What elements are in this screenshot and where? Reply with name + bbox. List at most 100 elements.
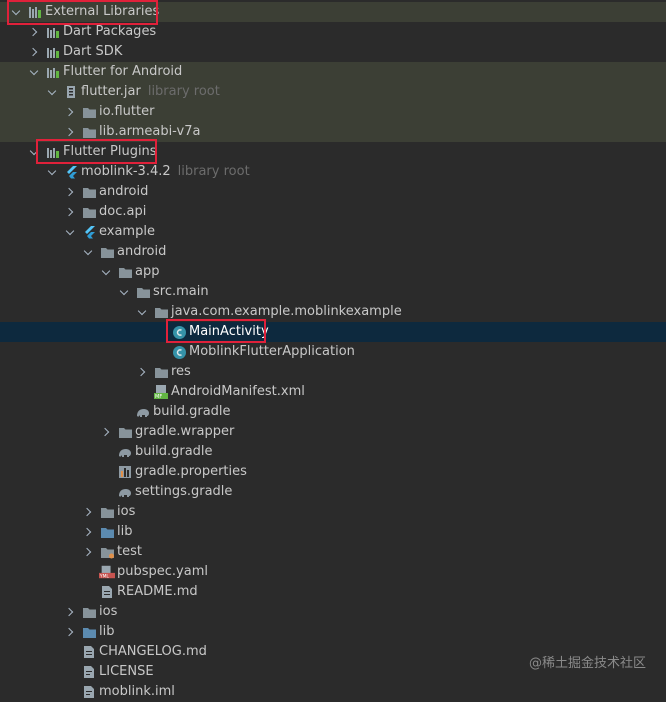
tree-item-name: app [135, 264, 160, 279]
tree-row[interactable]: Dart Packages [0, 22, 666, 42]
tree-row[interactable]: ios [0, 502, 666, 522]
tree-row[interactable]: gradle.properties [0, 462, 666, 482]
highlight-external-libraries [7, 0, 158, 25]
tree-item-name: ios [99, 604, 118, 619]
tree-row[interactable]: README.md [0, 582, 666, 602]
chevron-down-icon[interactable] [98, 262, 114, 282]
library-bars-icon [27, 4, 43, 20]
tree-item-name: doc.api [99, 204, 147, 219]
tree-row[interactable]: doc.api [0, 202, 666, 222]
chevron-right-icon[interactable] [80, 542, 96, 562]
tree-item-name: Flutter for Android [63, 64, 183, 79]
highlight-flutter-plugins [36, 139, 157, 164]
chevron-right-icon[interactable] [62, 182, 78, 202]
chevron-right-icon[interactable] [80, 502, 96, 522]
chevron-right-icon[interactable] [62, 202, 78, 222]
tree-item-name: Flutter Plugins [63, 144, 157, 159]
tree-item-label: External Libraries [45, 2, 159, 22]
tree-item-name: flutter.jar [81, 84, 141, 99]
tree-row[interactable]: lib [0, 522, 666, 542]
tree-row[interactable]: lib.armeabi-v7a [0, 122, 666, 142]
tree-row[interactable]: Dart SDK [0, 42, 666, 62]
tree-item-name: pubspec.yaml [117, 564, 208, 579]
tree-item-name: gradle.wrapper [135, 424, 235, 439]
tree-row[interactable]: gradle.wrapper [0, 422, 666, 442]
tree-item-label: gradle.properties [135, 462, 247, 482]
tree-item-name: gradle.properties [135, 464, 247, 479]
tree-row[interactable]: External Libraries [0, 2, 666, 22]
tree-row[interactable]: test [0, 542, 666, 562]
folder-icon [153, 304, 169, 320]
tree-row[interactable]: lib [0, 622, 666, 642]
tree-row[interactable]: res [0, 362, 666, 382]
tree-row[interactable]: ios [0, 602, 666, 622]
tree-row[interactable]: settings.gradle [0, 482, 666, 502]
tree-item-label: Dart Packages [63, 22, 156, 42]
text-file-icon [81, 664, 97, 680]
tree-row[interactable]: java.com.example.moblinkexample [0, 302, 666, 322]
yaml-icon: YML [99, 564, 115, 580]
tree-item-label: android [117, 242, 166, 262]
chevron-right-icon[interactable] [98, 422, 114, 442]
tree-item-label: ios [117, 502, 135, 522]
tree-row[interactable]: Flutter Plugins [0, 142, 666, 162]
tree-item-label: LICENSE [99, 662, 154, 682]
chevron-right-icon[interactable] [62, 602, 78, 622]
tree-row[interactable]: build.gradle [0, 402, 666, 422]
chevron-down-icon[interactable] [44, 82, 60, 102]
tree-row[interactable]: MainActivity [0, 322, 666, 342]
folder-icon [117, 424, 133, 440]
chevron-right-icon[interactable] [62, 102, 78, 122]
tree-row[interactable]: android [0, 242, 666, 262]
tree-item-label: gradle.wrapper [135, 422, 234, 442]
tree-item-name: lib [99, 624, 115, 639]
chevron-right-icon[interactable] [26, 22, 42, 42]
tree-item-name: MoblinkFlutterApplication [189, 344, 355, 359]
folder-icon [81, 204, 97, 220]
tree-item-label: README.md [117, 582, 198, 602]
tree-row[interactable]: MoblinkFlutterApplication [0, 342, 666, 362]
tree-row[interactable]: android [0, 182, 666, 202]
svg-text:YML: YML [99, 573, 109, 579]
chevron-right-icon[interactable] [26, 42, 42, 62]
chevron-down-icon[interactable] [116, 282, 132, 302]
tree-row[interactable]: app [0, 262, 666, 282]
chevron-down-icon[interactable] [44, 162, 60, 182]
tree-item-label: MainActivity [189, 322, 269, 342]
library-folder-icon [45, 64, 61, 80]
tree-item-label: build.gradle [135, 442, 213, 462]
chevron-down-icon[interactable] [80, 242, 96, 262]
tree-item-label: src.main [153, 282, 209, 302]
tree-row[interactable]: src.main [0, 282, 666, 302]
chevron-right-icon[interactable] [62, 622, 78, 642]
folder-icon [99, 504, 115, 520]
chevron-right-icon[interactable] [134, 362, 150, 382]
tree-row[interactable]: CHANGELOG.md [0, 642, 666, 662]
tree-item-label: lib.armeabi-v7a [99, 122, 200, 142]
tree-row[interactable]: moblink.iml [0, 682, 666, 702]
tree-row[interactable]: LICENSE [0, 662, 666, 682]
tree-row[interactable]: io.flutter [0, 102, 666, 122]
tree-row[interactable]: example [0, 222, 666, 242]
tree-item-label: moblink.iml [99, 682, 175, 702]
tree-row[interactable]: YML pubspec.yaml [0, 562, 666, 582]
chevron-down-icon[interactable] [134, 302, 150, 322]
tree-item-name: src.main [153, 284, 209, 299]
tree-item-name: moblink-3.4.2 [81, 164, 171, 179]
gradle-elephant-icon [117, 444, 133, 460]
tree-row[interactable]: Flutter for Android [0, 62, 666, 82]
library-folder-icon [45, 24, 61, 40]
chevron-down-icon[interactable] [26, 62, 42, 82]
tree-row[interactable]: build.gradle [0, 442, 666, 462]
tree-item-name: Dart Packages [63, 24, 157, 39]
tree-item-label: lib [117, 522, 132, 542]
chevron-right-icon[interactable] [80, 522, 96, 542]
tree-item-name: MainActivity [189, 324, 269, 339]
tree-item-name: settings.gradle [135, 484, 233, 499]
chevron-down-icon[interactable] [62, 222, 78, 242]
tree-item-name: Dart SDK [63, 44, 123, 59]
gradle-elephant-icon [117, 484, 133, 500]
